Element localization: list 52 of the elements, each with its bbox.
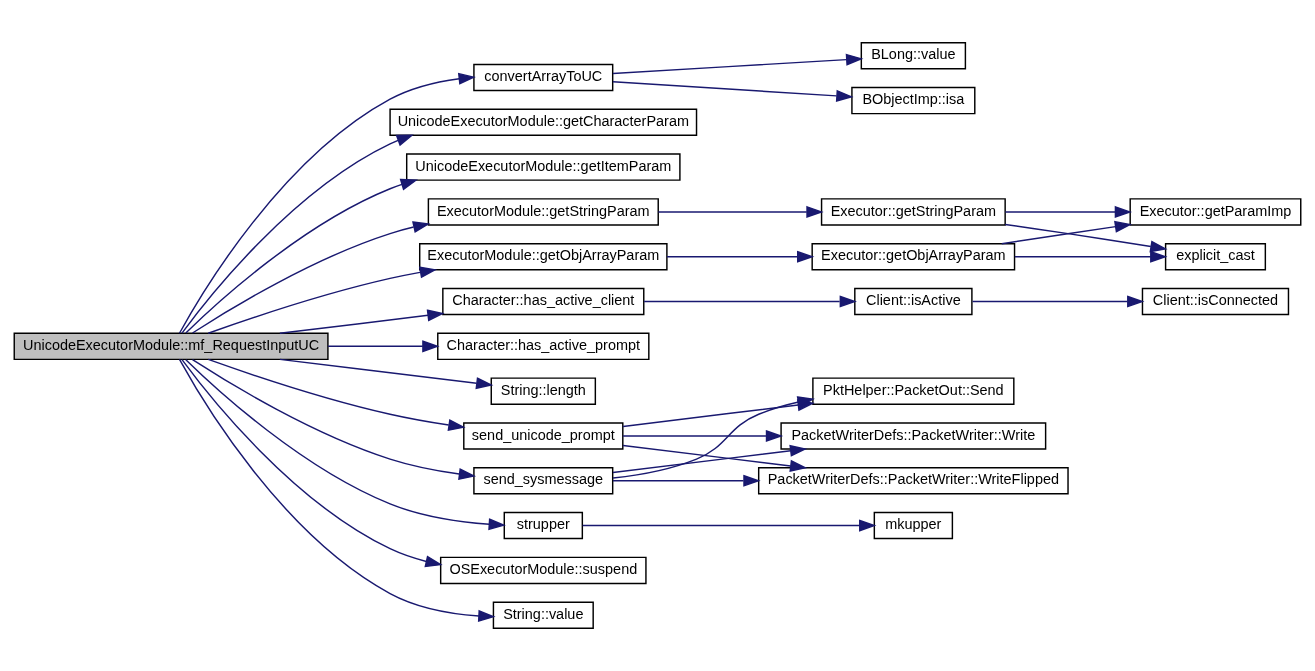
node-box: BObjectImp::isa <box>851 86 976 115</box>
arrow <box>643 295 857 308</box>
arrow <box>279 309 445 335</box>
arrow <box>612 81 854 102</box>
node-box: String::length <box>490 377 597 405</box>
arrow <box>657 205 824 218</box>
node-box: PacketWriterDefs::PacketWriter::WriteFlipped <box>757 467 1069 495</box>
node-box: BLong::value <box>860 42 967 70</box>
node-box: explicit_cast <box>1164 243 1267 271</box>
node-box: OSExecutorModule::suspend <box>439 556 647 585</box>
node-box: ExecutorModule::getObjArrayParam <box>419 243 668 271</box>
arrow <box>181 134 414 334</box>
node-box: Client::isConnected <box>1141 287 1290 316</box>
node-box: UnicodeExecutorModule::mf_RequestInputUC <box>13 332 329 361</box>
arrow <box>185 178 418 334</box>
arrow <box>185 358 506 531</box>
arrow <box>1001 220 1133 245</box>
arrow <box>279 358 494 390</box>
node-box: Character::has_active_prompt <box>437 332 650 361</box>
node-box: Client::isActive <box>854 287 973 316</box>
arrow <box>622 429 784 443</box>
node-box: send_unicode_prompt <box>463 422 624 450</box>
node-box: Character::has_active_client <box>442 287 645 316</box>
arrow <box>191 221 431 334</box>
arrow <box>178 72 476 334</box>
node-box: String::value <box>492 601 594 629</box>
arrow <box>971 295 1145 308</box>
arrow <box>327 340 440 353</box>
arrow <box>612 53 864 75</box>
arrow <box>191 358 477 481</box>
node-box: Executor::getObjArrayParam <box>811 243 1016 271</box>
arrow <box>581 519 877 532</box>
arrow <box>207 266 438 334</box>
arrow <box>1014 250 1168 263</box>
node-box: UnicodeExecutorModule::getCharacterParam <box>389 108 698 137</box>
arrow <box>666 250 815 263</box>
node-box: mkupper <box>873 511 954 540</box>
node-box: UnicodeExecutorModule::getItemParam <box>405 153 681 181</box>
arrow <box>207 358 466 432</box>
arrow <box>178 358 496 622</box>
node-box: send_sysmessage <box>473 467 614 495</box>
arrow <box>1004 205 1133 218</box>
node-box: PacketWriterDefs::PacketWriter::Write <box>780 422 1047 450</box>
node-box: Executor::getStringParam <box>820 198 1006 226</box>
node-box: PktHelper::PacketOut::Send <box>812 377 1015 405</box>
node-box: ExecutorModule::getStringParam <box>427 198 659 226</box>
node-box: Executor::getParamImp <box>1129 198 1302 226</box>
node-box: convertArrayToUC <box>473 63 614 92</box>
arrow <box>612 474 761 487</box>
node-box: strupper <box>503 511 584 540</box>
arrow <box>1004 223 1168 253</box>
arrow <box>181 358 443 568</box>
